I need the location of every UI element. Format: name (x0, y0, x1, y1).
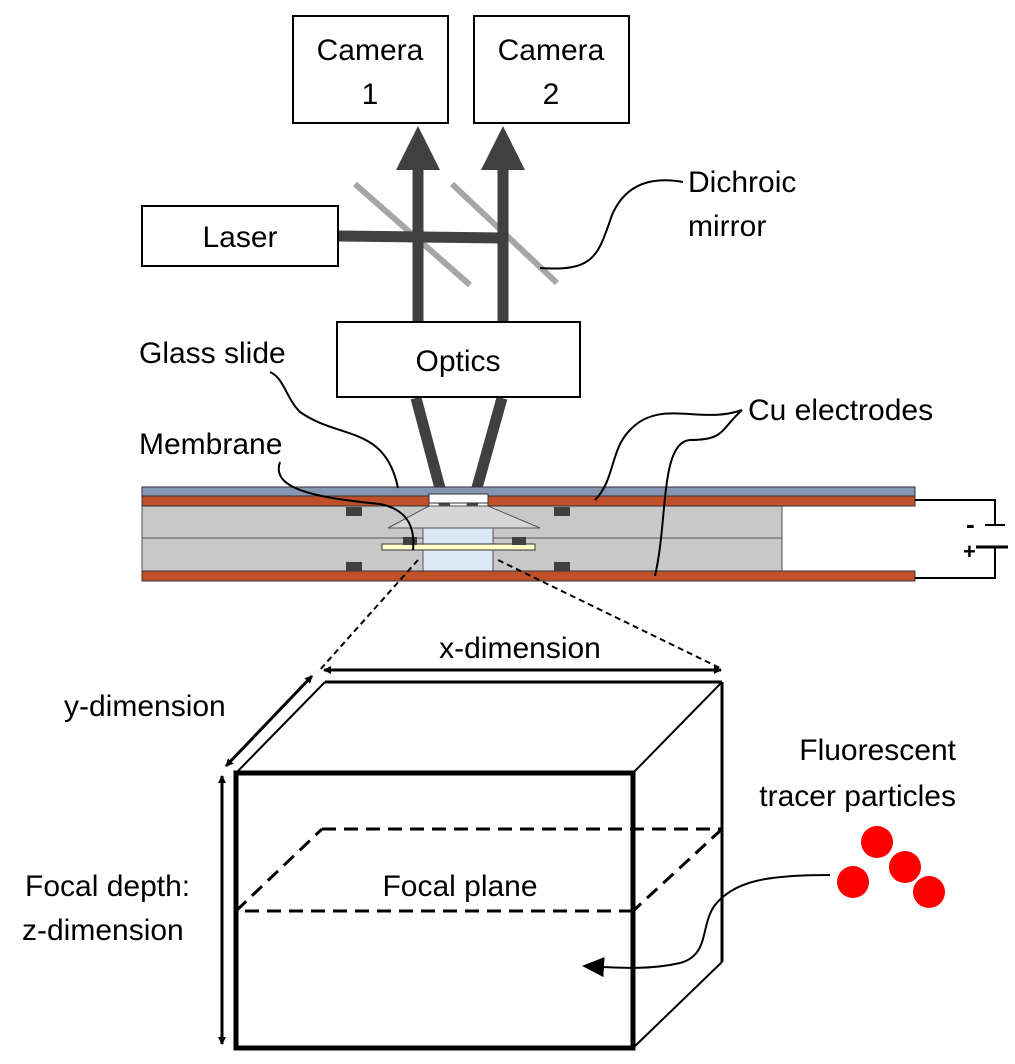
top-electrode-gap (428, 493, 489, 504)
zoom-line-left (317, 559, 419, 673)
tracer-particles (837, 826, 945, 908)
zoom-line-right (497, 559, 721, 669)
focal-depth-label-line1: Focal depth: (25, 870, 190, 903)
voltage-source (915, 499, 1008, 579)
y-dimension-arrow (224, 674, 314, 768)
camera-2-label-line2: 2 (543, 78, 560, 111)
camera-2-label-line1: Camera (498, 34, 605, 67)
sample-stage (141, 486, 916, 582)
battery-plus-sign: + (963, 539, 976, 564)
o-ring (554, 507, 570, 516)
camera-1-box: Camera 1 (292, 15, 449, 124)
dichroic-label-line1: Dichroic (688, 166, 796, 199)
o-ring (554, 562, 570, 571)
chamber-funnel (387, 505, 541, 529)
top-electrode-right (487, 495, 916, 507)
y-dimension-label: y-dimension (64, 690, 226, 723)
x-dimension-label: x-dimension (439, 632, 601, 665)
camera-2-box: Camera 2 (473, 15, 630, 124)
glass-slide (141, 486, 916, 497)
tracer-particle (913, 876, 945, 908)
o-ring (346, 562, 362, 571)
membrane-leader-line (277, 461, 415, 551)
focal-plane-label: Focal plane (382, 870, 537, 903)
cu-electrodes-leader-bottom (654, 409, 743, 577)
focal-plane-outline (234, 827, 724, 913)
cu-electrodes-leader-top (594, 409, 743, 501)
tracer-arrow (582, 874, 831, 978)
battery-minus-sign: - (966, 509, 975, 539)
glass-slide-leader-line (269, 371, 399, 489)
glass-slide-label: Glass slide (139, 337, 286, 370)
dichroic-leader-line (539, 179, 684, 270)
membrane-layer (381, 543, 536, 551)
focal-depth-label-line2: z-dimension (22, 914, 184, 947)
optics-label: Optics (415, 345, 500, 378)
o-ring (512, 537, 526, 545)
membrane-label: Membrane (139, 428, 282, 461)
bottom-electrode (141, 570, 916, 582)
observation-volume (233, 680, 724, 1051)
cu-electrodes-label: Cu electrodes (748, 394, 933, 427)
laser-box: Laser (141, 205, 339, 267)
optics-box: Optics (336, 321, 581, 398)
o-ring (403, 537, 417, 545)
camera-1-label-line1: Camera (317, 34, 424, 67)
camera-1-label-line2: 1 (362, 78, 379, 111)
tracer-label-line1: Fluorescent (799, 734, 956, 767)
tracer-particle (889, 851, 921, 883)
o-ring (346, 507, 362, 516)
dichroic-label-line2: mirror (688, 210, 766, 243)
tracer-label-line2: tracer particles (759, 780, 956, 813)
tracer-particle (837, 866, 869, 898)
tracer-particle (861, 826, 893, 858)
laser-label: Laser (202, 221, 277, 254)
